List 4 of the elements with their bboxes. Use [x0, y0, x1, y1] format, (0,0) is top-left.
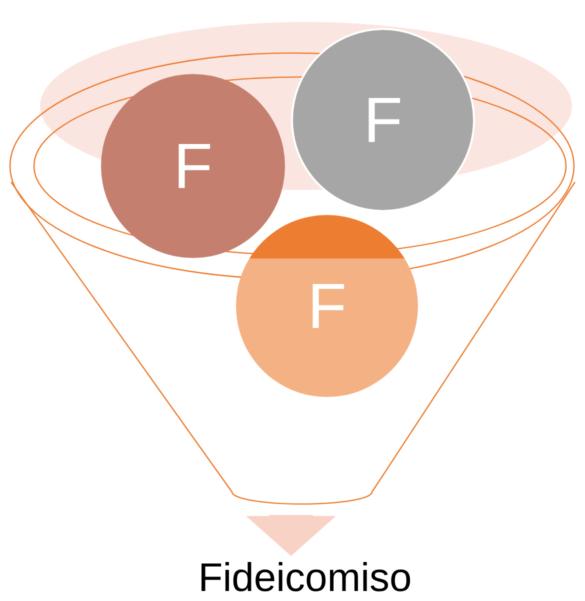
input-circle: F	[236, 215, 418, 397]
output-label: Fideicomiso	[150, 555, 460, 601]
block-arrow	[246, 515, 336, 556]
funnel-drawing	[8, 20, 578, 502]
